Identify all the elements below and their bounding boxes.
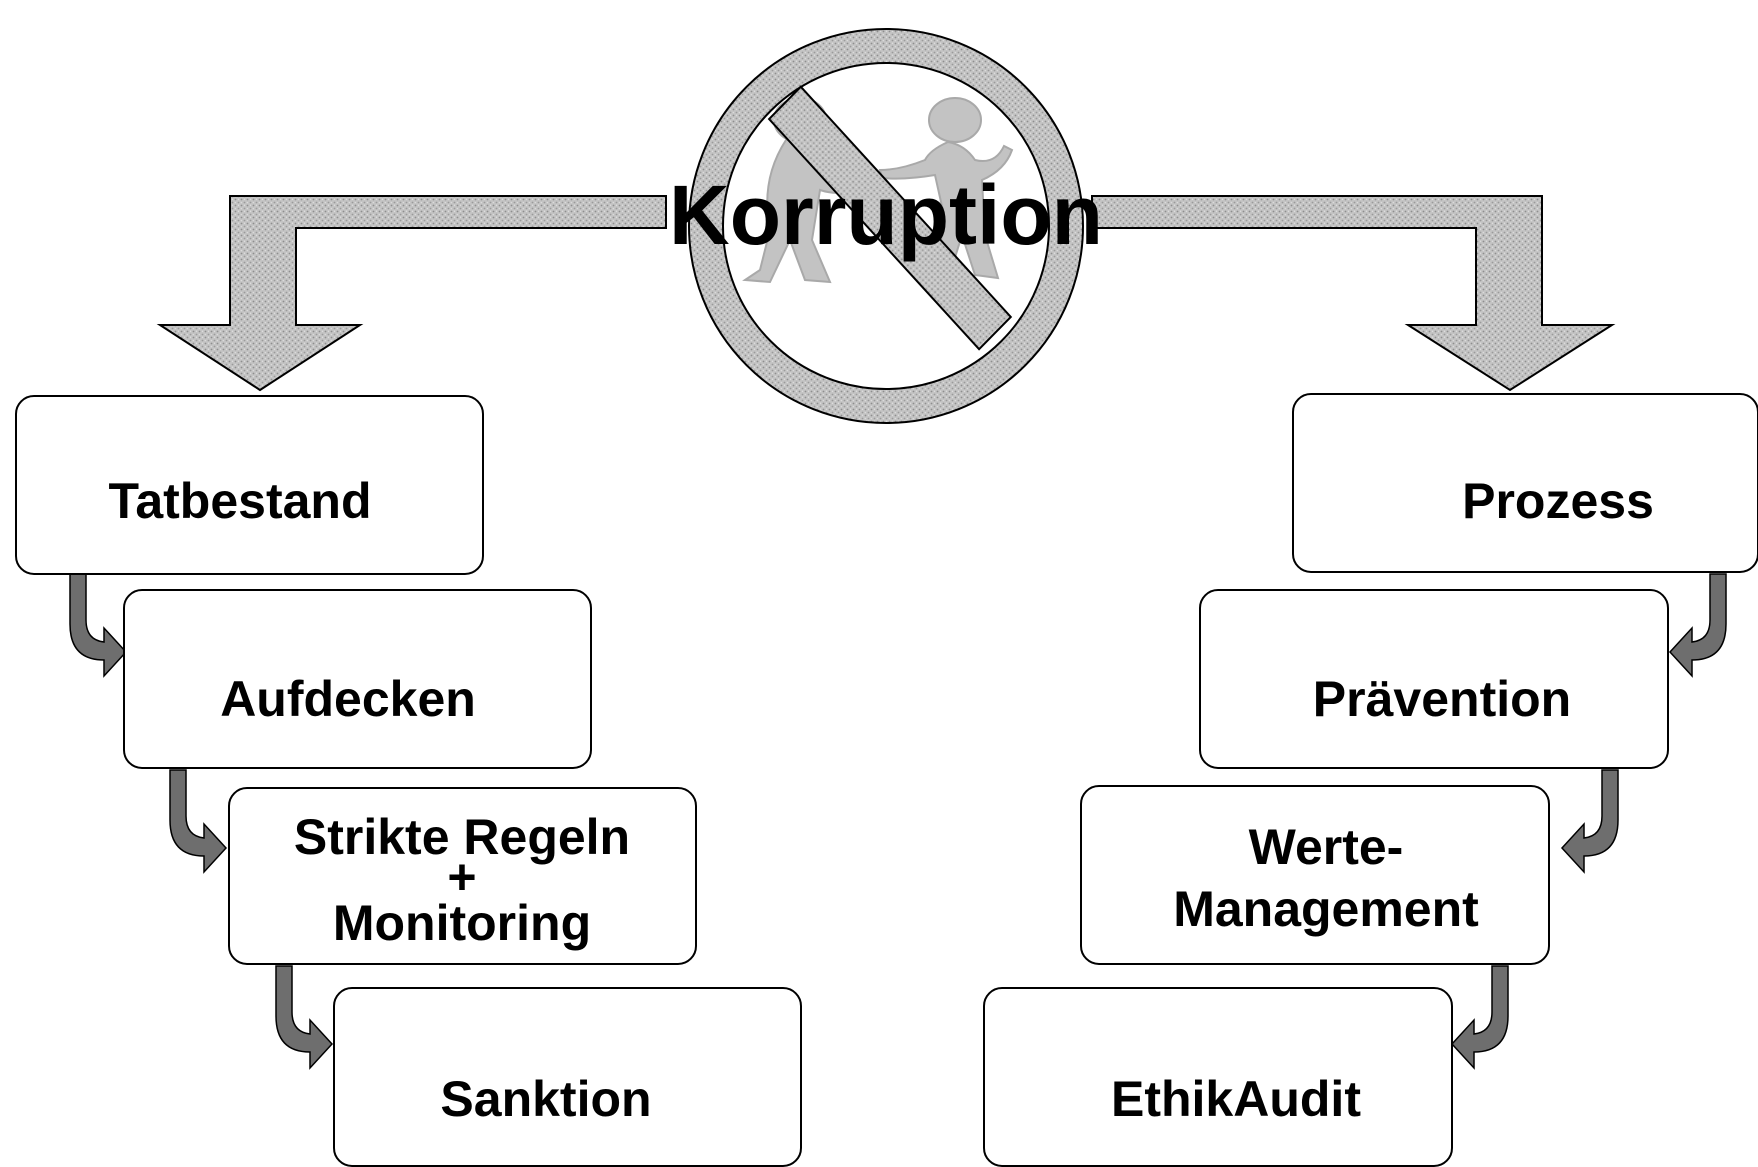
box-label: Sanktion [440,1071,651,1127]
box-label: Prävention [1313,671,1571,727]
left-column: Tatbestand Aufdecken Strikte Regeln + Mo… [15,395,802,1167]
right-column: Prozess Prävention Werte- Management Eth… [983,393,1758,1167]
box-label-line-2: + [447,849,476,905]
right-flow-arrows [1450,573,1727,1070]
flow-arrow [69,573,128,678]
flow-arrow [169,769,228,874]
box-label: EthikAudit [1111,1071,1361,1127]
big-arrow-left [156,195,667,392]
box-label: Prozess [1462,473,1654,529]
box-label: Aufdecken [220,671,476,727]
box-label-line-1: Werte- [1249,819,1404,875]
flow-arrow [275,965,334,1070]
box-sanktion: Sanktion [333,987,802,1167]
box-tatbestand: Tatbestand [15,395,484,575]
handshake-figures-icon [742,97,1014,284]
box-label-line-3: Monitoring [333,895,591,951]
box-werte-management: Werte- Management [1080,785,1550,965]
box-strikte-regeln-monitoring: Strikte Regeln + Monitoring [228,787,697,965]
flow-arrow [1560,769,1619,874]
box-aufdecken: Aufdecken [123,589,592,769]
page-title: Korruption [669,168,1103,262]
box-ethikaudit: EthikAudit [983,987,1453,1167]
left-flow-arrows [69,573,334,1070]
no-corruption-prohibition-icon [688,28,1084,424]
flow-arrow [1668,573,1727,678]
box-praevention: Prävention [1199,589,1669,769]
box-label-line-2: Management [1173,881,1479,937]
big-arrow-right [1091,195,1616,392]
box-label-line-1: Strikte Regeln [294,809,630,865]
box-prozess: Prozess [1292,393,1758,573]
flow-arrow [1450,965,1509,1070]
box-label: Tatbestand [109,473,372,529]
